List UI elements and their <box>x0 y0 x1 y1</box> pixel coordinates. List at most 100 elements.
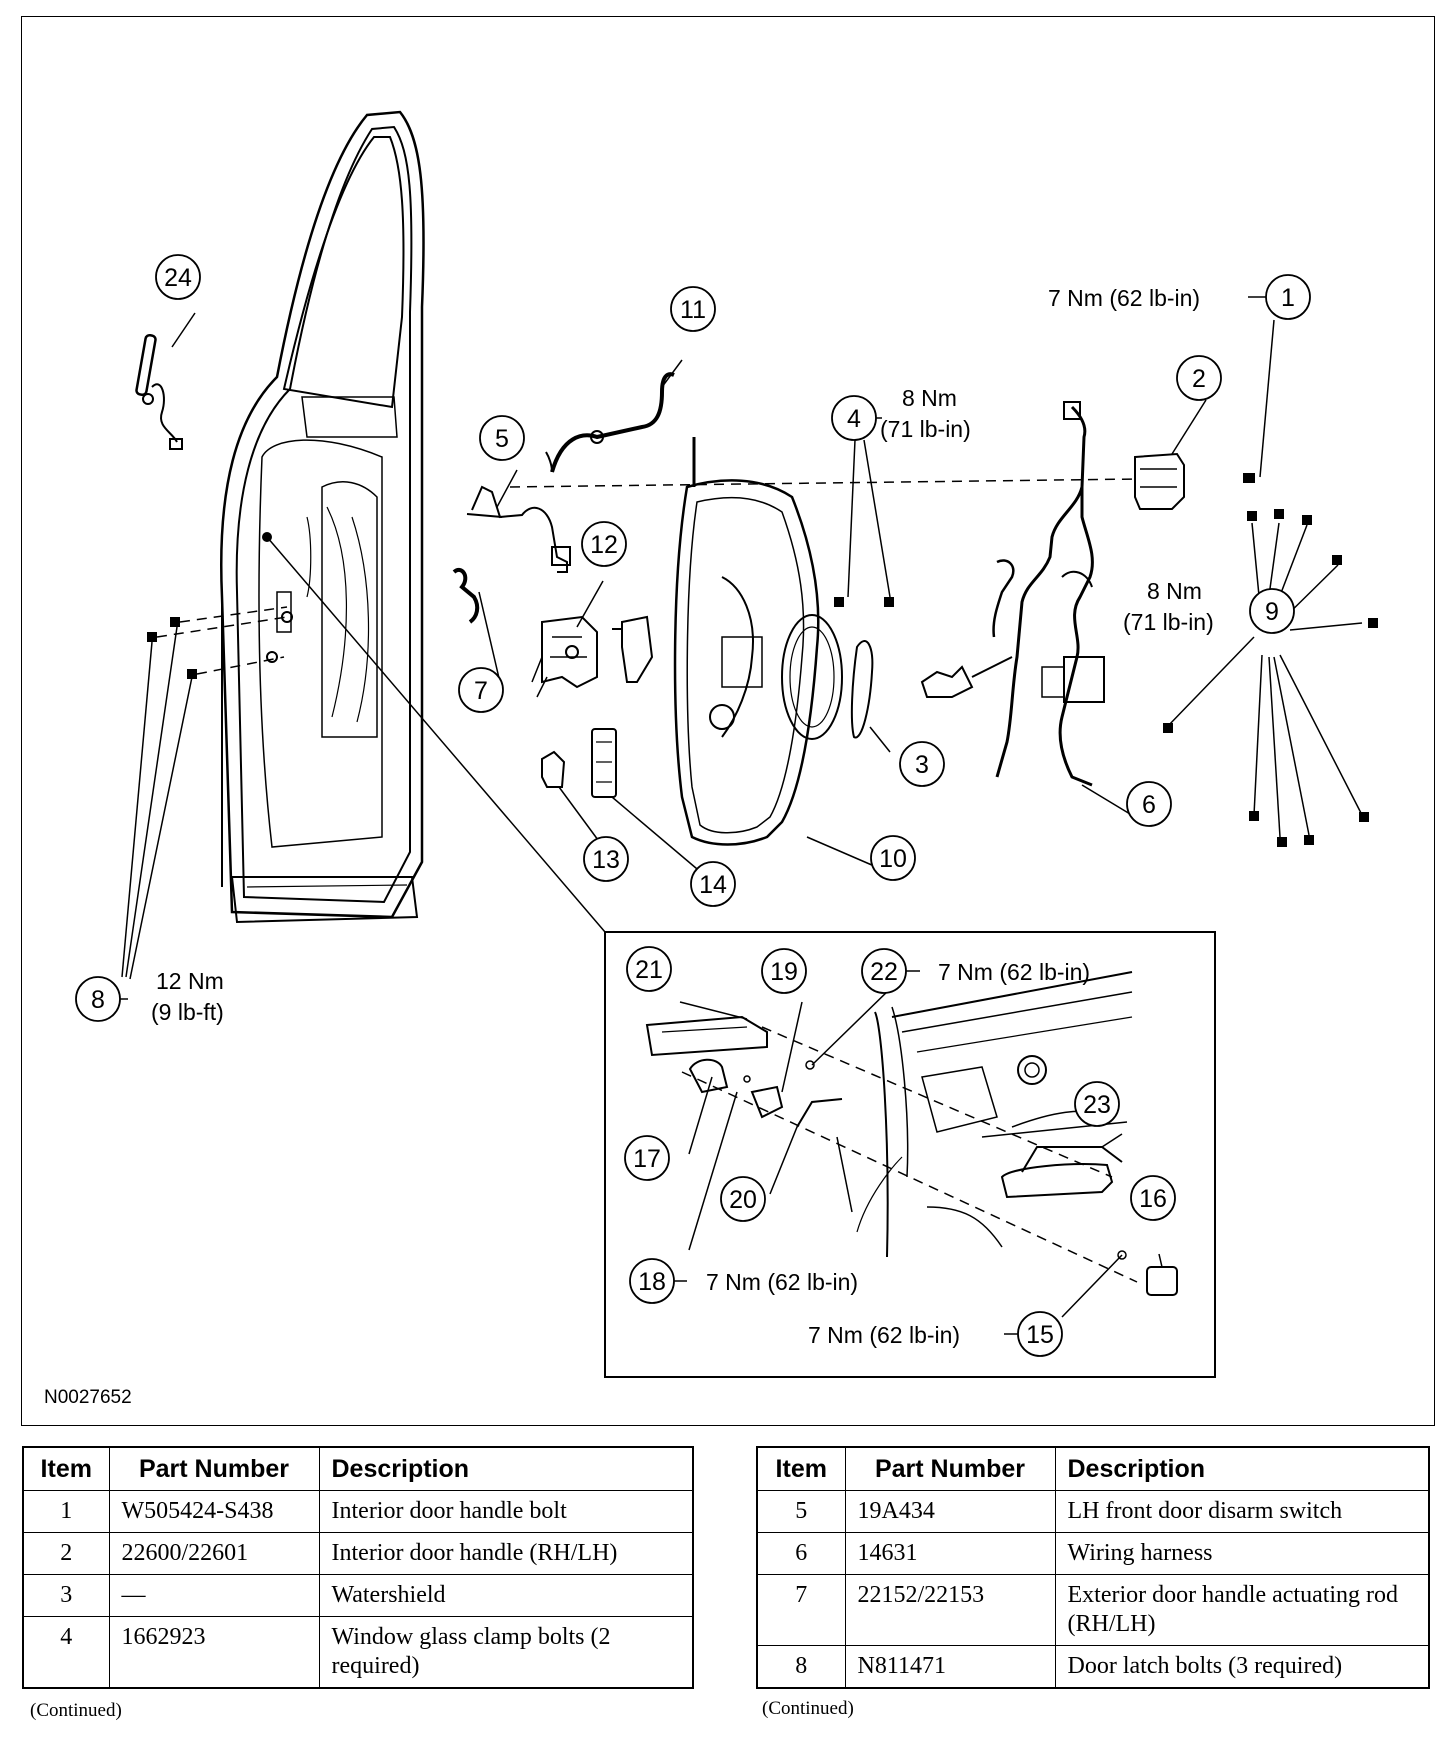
part-5-illustration <box>466 485 571 573</box>
torque-22: 7 Nm (62 lb-in) <box>938 959 1090 985</box>
part-14-illustration <box>591 728 617 798</box>
part-13-illustration <box>541 750 566 788</box>
table-row: 4 1662923 Window glass clamp bolts (2 re… <box>22 1616 694 1689</box>
part-10-illustration <box>673 437 843 846</box>
torque-8-nm: 12 Nm <box>156 968 224 994</box>
inset-alignment-line <box>681 1071 1138 1283</box>
part-3-illustration <box>850 640 874 739</box>
figure-id: N0027652 <box>44 1387 132 1408</box>
torque-4-nm: 8 Nm <box>902 385 957 411</box>
torque-9-lbin: (71 lb-in) <box>1123 609 1214 635</box>
part-2-illustration <box>1134 452 1185 510</box>
callout-21: 21 <box>635 956 663 984</box>
callout-16: 16 <box>1139 1185 1167 1213</box>
table-row: 8 N811471 Door latch bolts (3 required) <box>756 1645 1430 1689</box>
table-row: 7 22152/22153 Exterior door handle actua… <box>756 1574 1430 1646</box>
cell-item: 3 <box>22 1574 110 1617</box>
leader-lines <box>121 312 1363 1318</box>
torque-1: 7 Nm (62 lb-in) <box>1048 285 1200 311</box>
cell-part-number: W505424-S438 <box>108 1490 320 1533</box>
callout-9: 9 <box>1265 598 1279 626</box>
callout-17: 17 <box>633 1145 661 1173</box>
header-part-number: Part Number <box>108 1446 320 1491</box>
cell-part-number: N811471 <box>844 1645 1056 1689</box>
inset-alignment-line-top <box>761 1026 1113 1178</box>
table-header-row: Item Part Number Description <box>22 1446 694 1491</box>
cell-item: 2 <box>22 1532 110 1575</box>
callout-20: 20 <box>729 1186 757 1214</box>
cell-part-number: 1662923 <box>108 1616 320 1689</box>
cell-item: 4 <box>22 1616 110 1689</box>
torque-15: 7 Nm (62 lb-in) <box>808 1322 960 1348</box>
table-row: 2 22600/22601 Interior door handle (RH/L… <box>22 1532 694 1575</box>
cell-item: 8 <box>756 1645 846 1689</box>
header-item: Item <box>22 1446 110 1491</box>
table-row: 3 — Watershield <box>22 1574 694 1617</box>
callout-2: 2 <box>1192 365 1206 393</box>
part-11-illustration <box>545 372 675 473</box>
cell-part-number: 14631 <box>844 1532 1056 1575</box>
callout-12: 12 <box>590 531 618 559</box>
torque-4-lbin: (71 lb-in) <box>880 416 971 442</box>
part-6-illustration <box>920 401 1105 787</box>
table-row: 6 14631 Wiring harness <box>756 1532 1430 1575</box>
cell-item: 1 <box>22 1490 110 1533</box>
callout-numbers: 1 2 3 4 5 6 7 8 9 10 11 12 13 14 15 16 1… <box>91 264 1295 1349</box>
part-7-illustration <box>452 567 480 624</box>
cell-description: Watershield <box>318 1574 694 1617</box>
table-row: 1 W505424-S438 Interior door handle bolt <box>22 1490 694 1533</box>
bolt-alignment-lines <box>156 606 288 675</box>
continued-note-right: (Continued) <box>762 1698 854 1719</box>
table-header-row: Item Part Number Description <box>756 1446 1430 1491</box>
callout-24: 24 <box>164 264 192 292</box>
callout-1: 1 <box>1281 284 1295 312</box>
alignment-line-5-2 <box>509 478 1138 488</box>
bolts <box>147 473 1378 847</box>
exploded-door-diagram: 1 2 3 4 5 6 7 8 9 10 11 12 13 14 15 16 1… <box>21 16 1435 1426</box>
callout-22: 22 <box>870 958 898 986</box>
callout-15: 15 <box>1026 1321 1054 1349</box>
callout-19: 19 <box>770 958 798 986</box>
header-part-number: Part Number <box>844 1446 1056 1491</box>
cell-item: 7 <box>756 1574 846 1646</box>
header-item: Item <box>756 1446 846 1491</box>
torque-9-nm: 8 Nm <box>1147 578 1202 604</box>
part-24-illustration <box>135 333 183 450</box>
header-description: Description <box>318 1446 694 1491</box>
callout-14: 14 <box>699 871 727 899</box>
torque-8-lbft: (9 lb-ft) <box>151 999 224 1025</box>
parts-table-left: Item Part Number Description 1 W505424-S… <box>22 1446 694 1689</box>
cell-item: 5 <box>756 1490 846 1533</box>
callout-8: 8 <box>91 986 105 1014</box>
callout-10: 10 <box>879 845 907 873</box>
inset-leader-line <box>266 536 606 933</box>
callout-18: 18 <box>638 1268 666 1296</box>
callout-3: 3 <box>915 751 929 779</box>
callout-circles <box>75 254 1311 1357</box>
part-12-illustration <box>531 615 654 698</box>
torque-18: 7 Nm (62 lb-in) <box>706 1269 858 1295</box>
header-description: Description <box>1054 1446 1430 1491</box>
cell-part-number: 22152/22153 <box>844 1574 1056 1646</box>
cell-description: LH front door disarm switch <box>1054 1490 1430 1533</box>
callout-4: 4 <box>847 405 861 433</box>
callout-7: 7 <box>474 677 488 705</box>
callout-13: 13 <box>592 846 620 874</box>
cell-description: Interior door handle bolt <box>318 1490 694 1533</box>
continued-note-left: (Continued) <box>30 1700 122 1721</box>
cell-description: Window glass clamp bolts (2 required) <box>318 1616 694 1689</box>
cell-description: Exterior door handle actuating rod (RH/L… <box>1054 1574 1430 1646</box>
cell-part-number: 19A434 <box>844 1490 1056 1533</box>
table-row: 5 19A434 LH front door disarm switch <box>756 1490 1430 1533</box>
cell-part-number: 22600/22601 <box>108 1532 320 1575</box>
torque-labels: 7 Nm (62 lb-in) 8 Nm (71 lb-in) 8 Nm (71… <box>151 285 1214 1348</box>
callout-6: 6 <box>1142 791 1156 819</box>
door-shell <box>220 110 425 924</box>
parts-table-right: Item Part Number Description 5 19A434 LH… <box>756 1446 1430 1689</box>
inset-detail-box <box>604 931 1216 1378</box>
cell-item: 6 <box>756 1532 846 1575</box>
callout-23: 23 <box>1083 1091 1111 1119</box>
callout-11: 11 <box>680 296 706 324</box>
cell-description: Interior door handle (RH/LH) <box>318 1532 694 1575</box>
cell-part-number: — <box>108 1574 320 1617</box>
